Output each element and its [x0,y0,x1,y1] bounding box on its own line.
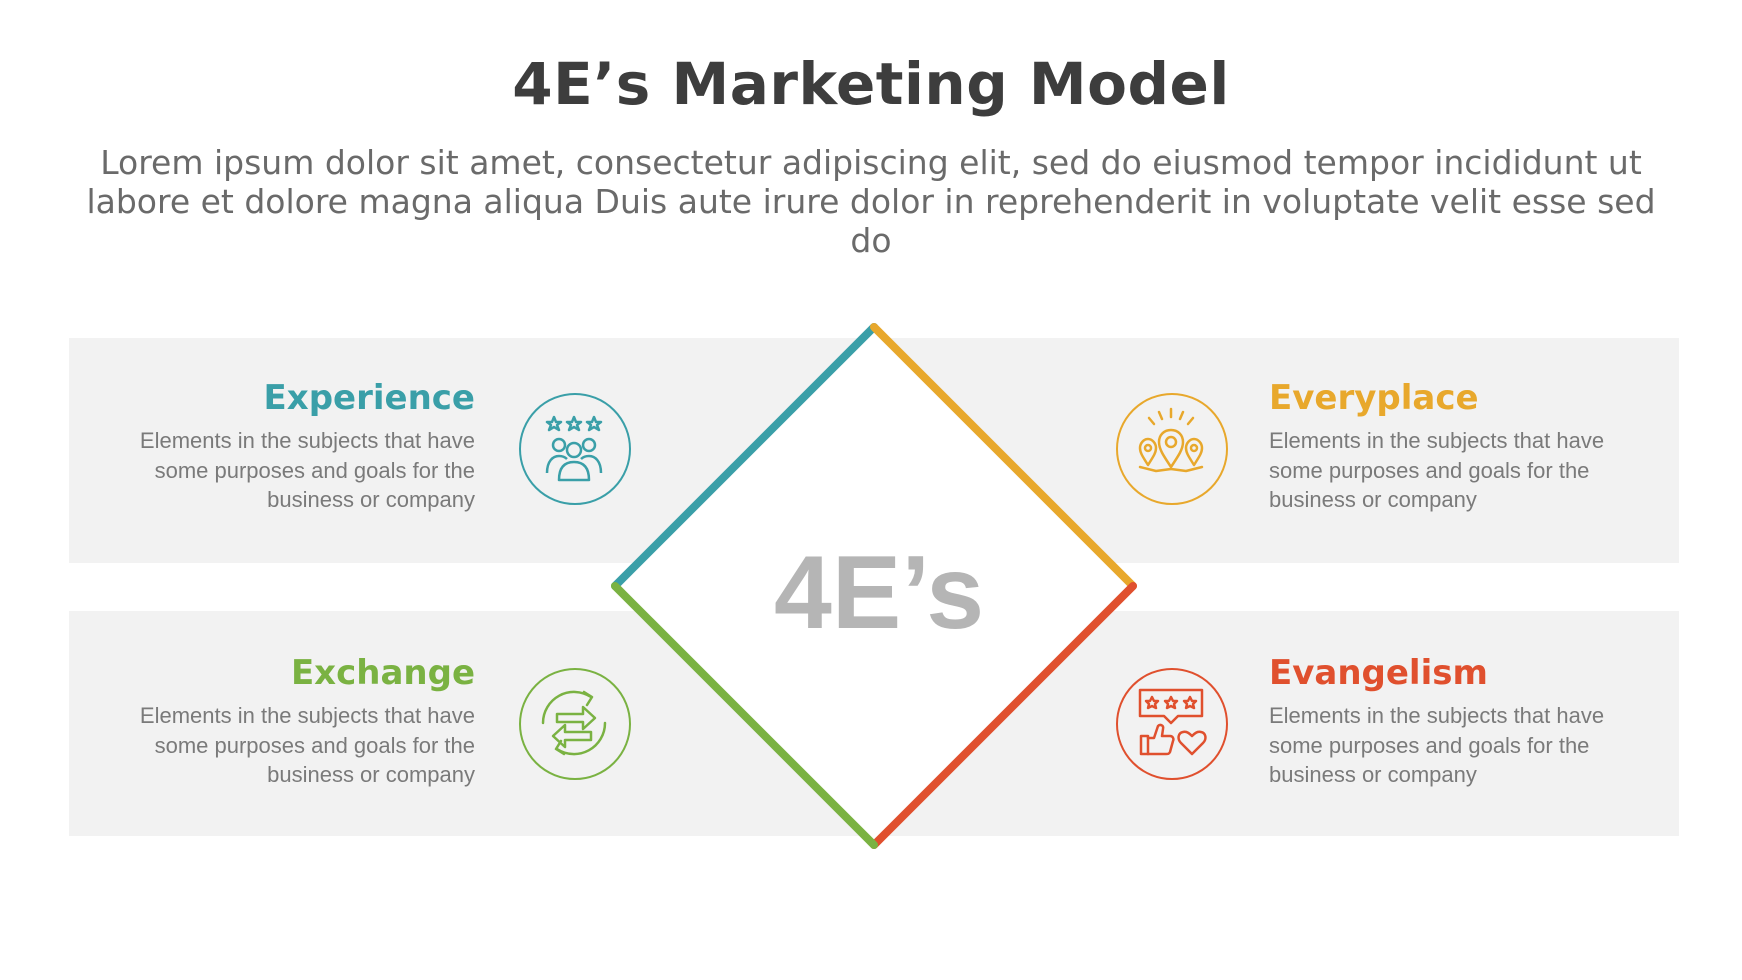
location-pins-icon [1116,393,1228,505]
item-title: Experience [263,378,475,418]
item-evangelism: Evangelism Elements in the subjects that… [1269,653,1649,790]
center-label: 4E’s [774,535,985,651]
item-exchange: Exchange Elements in the subjects that h… [95,653,475,790]
item-title: Exchange [290,653,475,693]
item-title: Everyplace [1269,378,1479,418]
item-description: Elements in the subjects that have some … [139,428,475,512]
item-description: Elements in the subjects that have some … [1269,703,1605,787]
item-description: Elements in the subjects that have some … [1269,428,1605,512]
item-experience: Experience Elements in the subjects that… [95,378,475,515]
people-rating-icon [519,393,631,505]
page-subtitle: Lorem ipsum dolor sit amet, consectetur … [86,143,1656,260]
item-description: Elements in the subjects that have some … [139,703,475,787]
item-everyplace: Everyplace Elements in the subjects that… [1269,378,1649,515]
review-feedback-icon [1116,668,1228,780]
item-title: Evangelism [1269,653,1488,693]
exchange-arrows-icon [519,668,631,780]
page-title: 4E’s Marketing Model [512,50,1230,118]
